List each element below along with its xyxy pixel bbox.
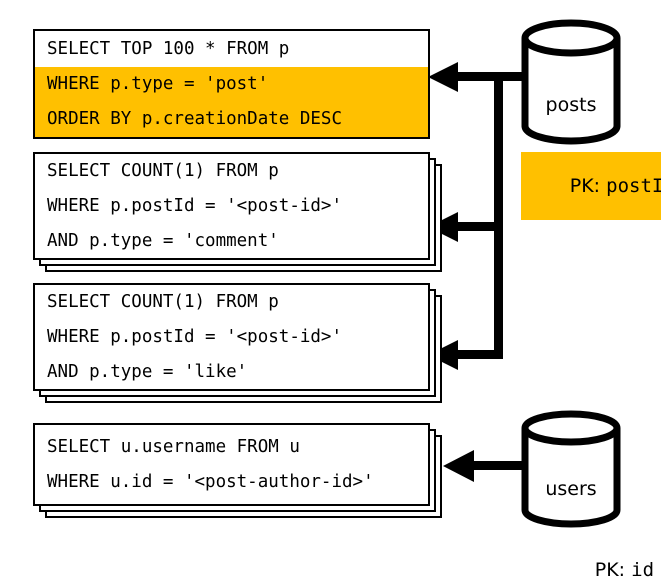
query-card-posts-query[interactable]: SELECT TOP 100 * FROM p WHERE p.type = '… xyxy=(33,29,430,139)
query-line: WHERE p.postId = '<post-id>' xyxy=(47,195,343,216)
partition-key-badge-posts: PK: postId xyxy=(521,152,661,220)
database-container-users[interactable]: users xyxy=(521,410,621,528)
partition-key-badge-users: PK: id xyxy=(546,536,657,581)
card-face: SELECT COUNT(1) FROM p WHERE p.postId = … xyxy=(33,152,430,260)
query-line-highlighted: WHERE p.type = 'post' xyxy=(35,66,428,102)
query-card-like-count-query[interactable]: SELECT COUNT(1) FROM p WHERE p.postId = … xyxy=(33,283,442,403)
query-card-user-query[interactable]: SELECT u.username FROM u WHERE u.id = '<… xyxy=(33,423,442,518)
query-line: WHERE p.postId = '<post-id>' xyxy=(47,326,343,347)
query-card-comment-count-query[interactable]: SELECT COUNT(1) FROM p WHERE p.postId = … xyxy=(33,152,442,272)
partition-key-field: postId xyxy=(606,175,661,197)
container-label: posts xyxy=(545,94,597,116)
cylinder-icon xyxy=(521,19,621,145)
database-container-posts[interactable]: posts xyxy=(521,18,621,146)
partition-key-prefix: PK: xyxy=(569,175,607,197)
query-line-highlighted: ORDER BY p.creationDate DESC xyxy=(35,101,428,137)
card-face: SELECT TOP 100 * FROM p WHERE p.type = '… xyxy=(33,29,430,139)
users-arrow xyxy=(443,450,522,482)
query-line: AND p.type = 'comment' xyxy=(47,230,279,251)
posts-trunk-arrows xyxy=(428,62,522,370)
partition-key-field: id xyxy=(631,559,655,581)
query-line: AND p.type = 'like' xyxy=(47,361,248,382)
query-line: WHERE u.id = '<post-author-id>' xyxy=(47,471,374,492)
query-line: SELECT TOP 100 * FROM p xyxy=(47,38,290,59)
partition-key-prefix: PK: xyxy=(594,559,632,581)
cylinder-icon xyxy=(521,410,621,528)
card-face: SELECT COUNT(1) FROM p WHERE p.postId = … xyxy=(33,283,430,391)
query-line: SELECT u.username FROM u xyxy=(47,436,300,457)
query-line: SELECT COUNT(1) FROM p xyxy=(47,291,279,312)
card-face: SELECT u.username FROM u WHERE u.id = '<… xyxy=(33,423,430,506)
query-line: SELECT COUNT(1) FROM p xyxy=(47,160,279,181)
container-label: users xyxy=(545,478,597,500)
